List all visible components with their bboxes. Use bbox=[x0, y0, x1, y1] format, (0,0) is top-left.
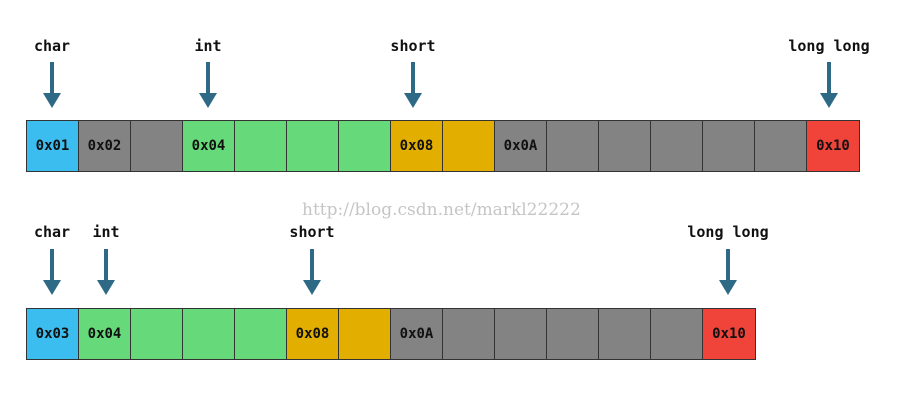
memory-cell bbox=[443, 121, 495, 171]
memory-cell: 0x04 bbox=[79, 309, 131, 359]
arrow-down-icon bbox=[96, 249, 116, 295]
memory-cell: 0x01 bbox=[27, 121, 79, 171]
field-label-int: int bbox=[194, 37, 222, 55]
arrow-down-icon bbox=[403, 62, 423, 108]
memory-cell: 0x10 bbox=[703, 309, 755, 359]
field-label-short: short bbox=[390, 37, 436, 55]
arrow-down-icon bbox=[718, 249, 738, 295]
field-label-short: short bbox=[289, 223, 335, 241]
arrow-down-icon bbox=[42, 62, 62, 108]
memory-cell: 0x10 bbox=[807, 121, 859, 171]
memory-cell bbox=[703, 121, 755, 171]
memory-cell bbox=[547, 309, 599, 359]
memory-cell bbox=[651, 309, 703, 359]
memory-cell bbox=[547, 121, 599, 171]
field-label-long-long: long long bbox=[687, 223, 769, 241]
memory-row-b: 0x03 0x04 0x08 0x0A 0x10 bbox=[26, 308, 756, 360]
memory-cell bbox=[131, 309, 183, 359]
arrow-down-icon bbox=[42, 249, 62, 295]
watermark-text: http://blog.csdn.net/markl22222 bbox=[302, 200, 581, 220]
memory-cell bbox=[235, 121, 287, 171]
memory-cell: 0x08 bbox=[391, 121, 443, 171]
arrow-down-icon bbox=[198, 62, 218, 108]
memory-cell bbox=[755, 121, 807, 171]
memory-row-a: 0x01 0x02 0x04 0x08 0x0A 0x10 bbox=[26, 120, 860, 172]
memory-cell bbox=[235, 309, 287, 359]
memory-cell: 0x08 bbox=[287, 309, 339, 359]
memory-cell bbox=[599, 309, 651, 359]
memory-cell: 0x02 bbox=[79, 121, 131, 171]
memory-cell bbox=[651, 121, 703, 171]
memory-cell bbox=[599, 121, 651, 171]
arrow-down-icon bbox=[302, 249, 322, 295]
memory-cell bbox=[287, 121, 339, 171]
memory-cell bbox=[339, 309, 391, 359]
memory-cell bbox=[495, 309, 547, 359]
memory-cell: 0x04 bbox=[183, 121, 235, 171]
arrow-down-icon bbox=[819, 62, 839, 108]
field-label-long-long: long long bbox=[788, 37, 870, 55]
memory-cell: 0x0A bbox=[495, 121, 547, 171]
field-label-char: char bbox=[33, 37, 71, 55]
memory-cell bbox=[131, 121, 183, 171]
memory-cell: 0x0A bbox=[391, 309, 443, 359]
memory-cell: 0x03 bbox=[27, 309, 79, 359]
memory-cell bbox=[183, 309, 235, 359]
field-label-int: int bbox=[92, 223, 120, 241]
memory-cell bbox=[443, 309, 495, 359]
field-label-char: char bbox=[33, 223, 71, 241]
memory-cell bbox=[339, 121, 391, 171]
